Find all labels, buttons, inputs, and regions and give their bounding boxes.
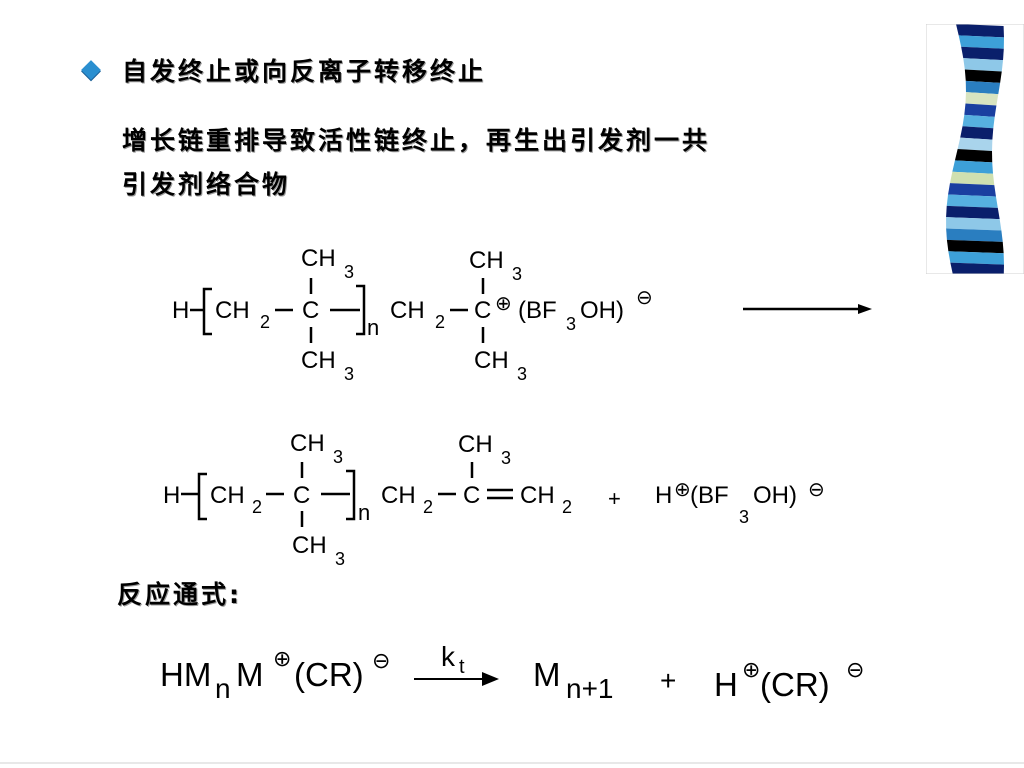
r1-ch: CH	[215, 297, 250, 324]
reaction-arrow-head-icon	[858, 304, 872, 314]
r2-ch2-terminal-sub: 2	[562, 497, 572, 517]
decoration-stripe	[962, 114, 995, 129]
r2-negative-charge-icon: ⊖	[808, 479, 825, 501]
r2-counterion: (BF	[690, 482, 729, 509]
r2-counterion-sub: 3	[739, 507, 749, 527]
r2-bottom-ch: CH	[292, 532, 327, 559]
decoration-stripe	[946, 205, 1000, 220]
ge-right-positive-charge-icon: ⊕	[742, 657, 760, 682]
r1-bottom-sub3: 3	[344, 364, 354, 384]
r2-right-bracket	[346, 469, 356, 521]
decoration-stripe	[961, 46, 1004, 61]
decoration-stripe	[948, 251, 1004, 265]
description-line-1: 增长链重排导致活性链终止，再生出引发剂一共	[122, 126, 711, 155]
r2-sub2: 2	[252, 497, 262, 517]
decoration-stripe	[956, 24, 1004, 38]
ge-arrow-head-icon	[482, 672, 499, 686]
r1-ch2: CH	[390, 297, 425, 324]
r1-c: C	[302, 297, 319, 324]
ge-right-ion: (CR)	[760, 666, 830, 703]
ge-left-sub: n	[215, 673, 231, 704]
r2-ch2: CH	[381, 482, 416, 509]
r2-plus: +	[608, 486, 621, 511]
decoration-stripe	[948, 183, 996, 197]
ge-left-main: HM	[160, 656, 211, 693]
r2-ch: CH	[210, 482, 245, 509]
decoration-stripe	[946, 217, 1002, 231]
r1-right-bracket	[356, 284, 366, 336]
reaction-1: H CH 2 C CH 3 CH 3 n CH 2 C CH 3	[172, 245, 872, 384]
decoration-stripe	[958, 35, 1004, 49]
r1-positive-charge-icon: ⊕	[495, 293, 512, 315]
ge-product-m: M	[533, 656, 561, 693]
ge-right-negative-charge-icon: ⊖	[846, 657, 864, 682]
r2-c2-top-sub: 3	[501, 448, 511, 468]
ge-right-h: H	[714, 666, 738, 703]
ge-negative-charge-icon: ⊖	[372, 648, 390, 673]
decoration-stripe	[950, 262, 1004, 274]
ge-rate-k: k	[441, 641, 456, 672]
r2-positive-charge-icon: ⊕	[674, 479, 691, 501]
decoration-stripe	[946, 194, 998, 208]
r2-counterion-tail: OH)	[753, 482, 797, 509]
decoration-stripe	[946, 228, 1003, 242]
general-equation: HM n M ⊕ (CR) ⊖ k t M n+1 + H ⊕ (CR) ⊖	[160, 641, 864, 704]
decoration-stripe	[952, 160, 994, 174]
r1-bottom-ch: CH	[301, 347, 336, 374]
decoration-stripe	[954, 149, 993, 163]
ge-positive-charge-icon: ⊕	[273, 646, 291, 671]
r2-left-bracket	[197, 472, 207, 521]
decoration-stripe	[964, 69, 1002, 83]
r2-c2: C	[463, 482, 480, 509]
footer-divider	[0, 762, 1024, 764]
r2-top-sub3: 3	[333, 447, 343, 467]
ge-plus: +	[660, 665, 676, 696]
r1-sub2: 2	[260, 312, 270, 332]
striped-column-decoration	[926, 24, 1024, 274]
r1-c2-top-sub: 3	[512, 264, 522, 284]
ge-product-sub: n+1	[566, 673, 614, 704]
r2-proton: H	[655, 482, 672, 509]
r2-n: n	[358, 500, 370, 525]
r1-counterion: (BF	[518, 297, 557, 324]
r1-ch2-sub: 2	[435, 312, 445, 332]
ge-left-m: M	[236, 656, 264, 693]
slide-heading: 自发终止或向反离子转移终止	[122, 57, 487, 86]
ge-left-ion: (CR)	[294, 656, 364, 693]
r1-top-sub3: 3	[344, 262, 354, 282]
r2-c2-top-ch: CH	[458, 431, 493, 458]
r2-bottom-sub3: 3	[335, 549, 345, 569]
description-line-2: 引发剂络合物	[122, 170, 291, 199]
r1-negative-charge-icon: ⊖	[636, 287, 653, 309]
general-equation-label: 反应通式:	[117, 580, 242, 609]
ge-rate-sub: t	[459, 656, 465, 678]
r1-counterion-tail: OH)	[580, 297, 624, 324]
decoration-stripe	[965, 92, 999, 106]
decoration-stripe	[963, 58, 1004, 72]
decoration-stripe	[965, 80, 1001, 95]
reaction-2: H CH 2 C CH 3 CH 3 n CH 2 C CH 3 CH	[163, 430, 825, 569]
r1-c2-top-ch: CH	[469, 247, 504, 274]
decoration-stripe	[964, 103, 997, 117]
decoration-stripe	[960, 126, 994, 140]
r1-counterion-sub: 3	[566, 314, 576, 334]
r2-top-ch: CH	[290, 430, 325, 457]
r1-c2-bottom-sub: 3	[517, 364, 527, 384]
decoration-stripe	[946, 239, 1004, 254]
r1-n: n	[367, 315, 379, 340]
decoration-stripe	[949, 171, 995, 186]
r1-left-bracket	[202, 287, 212, 336]
r1-h: H	[172, 297, 189, 324]
r2-h: H	[163, 482, 180, 509]
r2-c: C	[293, 482, 310, 509]
r2-ch2-sub: 2	[423, 497, 433, 517]
decoration-stripe	[957, 137, 993, 151]
r2-ch2-terminal: CH	[520, 482, 555, 509]
r1-c2: C	[474, 297, 491, 324]
r1-top-ch: CH	[301, 245, 336, 272]
r1-c2-bottom-ch: CH	[474, 347, 509, 374]
